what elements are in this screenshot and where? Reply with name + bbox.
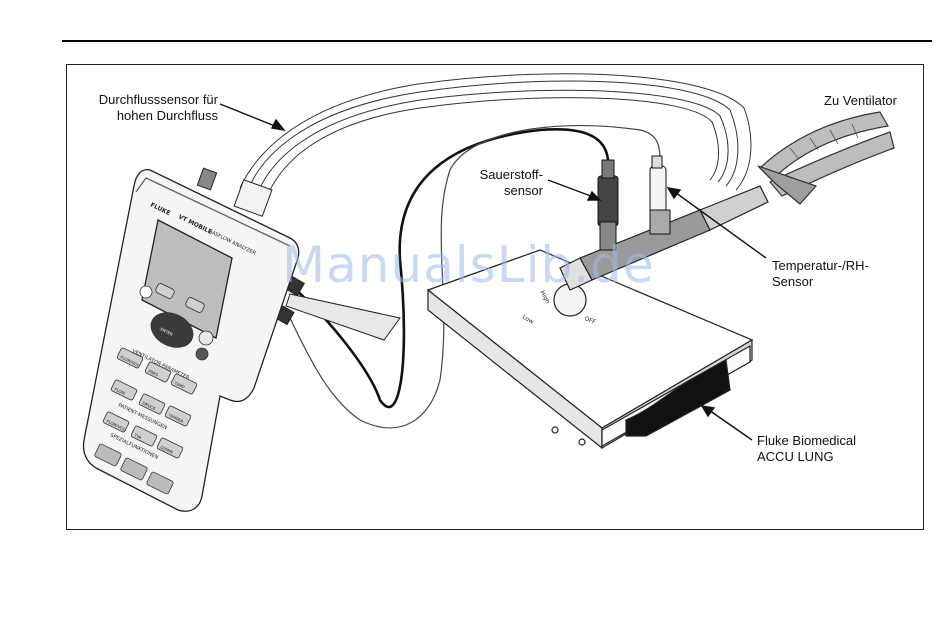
- label-accu-lung: Fluke Biomedical ACCU LUNG: [757, 433, 856, 465]
- watermark: ManualsLib.de: [282, 236, 655, 294]
- escape-button[interactable]: [199, 331, 213, 345]
- temperature-rh-sensor: [650, 156, 670, 234]
- record-button[interactable]: [196, 348, 208, 360]
- label-oxygen-sensor: Sauerstoff- sensor: [440, 167, 543, 199]
- label-flow-sensor: Durchflusssensor für hohen Durchfluss: [66, 92, 218, 124]
- label-temperature-sensor: Temperatur-/RH- Sensor: [772, 258, 869, 290]
- ventilator-hoses: [758, 112, 894, 204]
- label-to-ventilator: Zu Ventilator: [824, 93, 897, 109]
- power-button[interactable]: [140, 286, 152, 298]
